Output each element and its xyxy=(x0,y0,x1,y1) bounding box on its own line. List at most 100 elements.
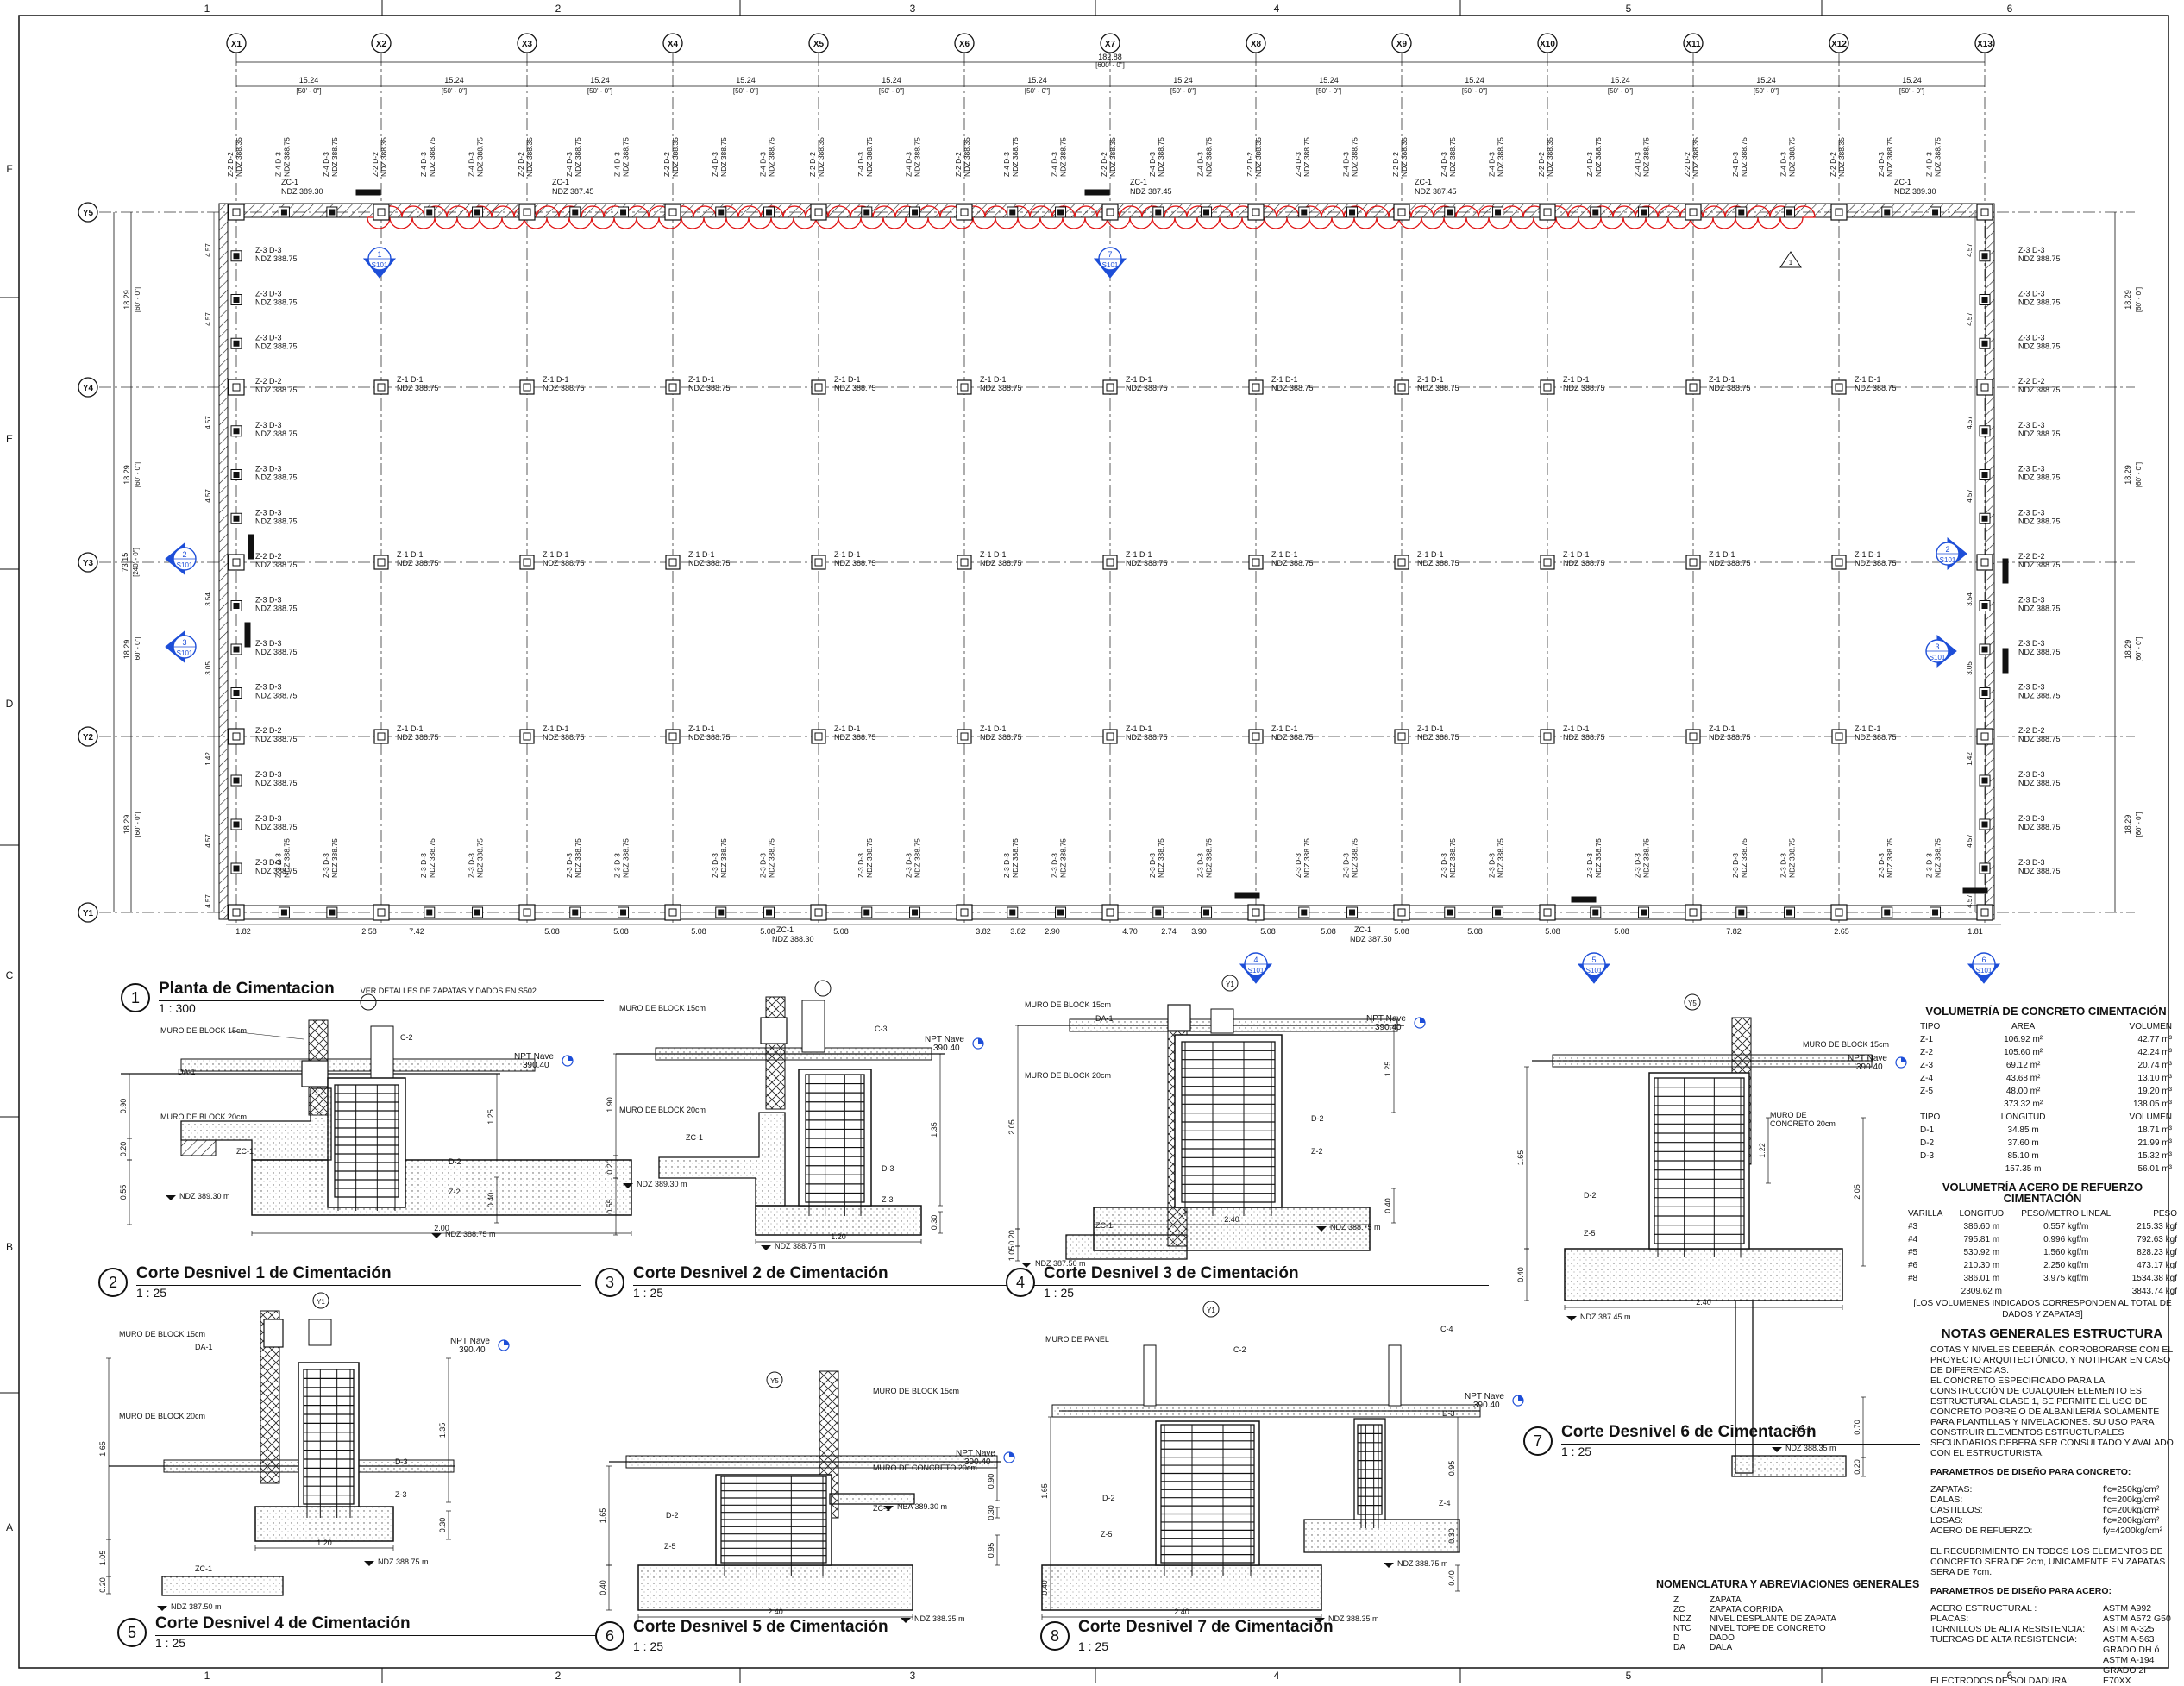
footing-level: NDZ 388.75 xyxy=(2018,561,2061,569)
dimension-text: 1.82 xyxy=(235,927,251,936)
level-label: NDZ 389.30 m xyxy=(637,1180,687,1188)
pedestal-d xyxy=(1155,209,1162,216)
dimension-text: 1.20 xyxy=(317,1539,332,1547)
table-cell: 2.250 kgf/m xyxy=(2043,1261,2089,1270)
level-label: NDZ 388.75 m xyxy=(1397,1559,1448,1568)
pedestal-d xyxy=(329,209,336,216)
pedestal xyxy=(298,1362,360,1507)
column xyxy=(801,1000,825,1053)
footing-level: NDZ 388.75 xyxy=(1205,838,1214,878)
table-cell: 386.60 m xyxy=(1963,1222,2000,1232)
table-cell: 85.10 m xyxy=(2007,1151,2039,1161)
footing-section xyxy=(1564,1248,1843,1301)
view-title: 4 Corte Desnivel 3 de Cimentación 1 : 25 xyxy=(1006,1264,1489,1300)
footing-tag: Z-4 D-3 xyxy=(1925,152,1934,177)
border-column-label: 1 xyxy=(204,3,210,15)
dimension-text: 4.57 xyxy=(1966,834,1974,848)
abbreviation-meaning: NIVEL DESPLANTE DE ZAPATA xyxy=(1710,1614,1836,1624)
pedestal-d xyxy=(523,732,531,741)
table-header: PESO xyxy=(2153,1209,2177,1219)
pedestal-d xyxy=(1932,209,1939,216)
footing-level: NDZ 388.75 xyxy=(255,867,298,875)
level-marker xyxy=(1315,1618,1325,1623)
npt-label: NPT Nave xyxy=(514,1052,554,1062)
level-target-icon xyxy=(978,1038,983,1044)
footing-level: NDZ 388.75 xyxy=(2018,298,2061,307)
footing-level: NDZ 388.75 xyxy=(543,733,585,742)
pedestal-d xyxy=(1884,209,1891,216)
pedestal-d xyxy=(426,909,433,916)
footing-level: NDZ 388.75 xyxy=(2018,779,2061,787)
dimension-text: 5.08 xyxy=(1614,927,1629,936)
general-notes: NOTAS GENERALES ESTRUCTURA COTAS Y NIVEL… xyxy=(1930,1326,2174,1686)
level-marker xyxy=(1316,1226,1327,1232)
wall-end-mark xyxy=(1234,892,1260,899)
table-cell: 0.557 kgf/m xyxy=(2043,1222,2089,1232)
pedestal-d xyxy=(960,732,969,741)
footing-tag: Z-3 D-3 xyxy=(1488,853,1497,878)
footing-tag: Z-4 D-3 xyxy=(419,152,428,177)
footing-tag: Z-4 D-3 xyxy=(1196,152,1205,177)
level-label: NDZ 388.75 m xyxy=(775,1242,825,1250)
param-name: PLACAS: xyxy=(1930,1614,1969,1624)
footing-tag: Z-4 D-3 xyxy=(1731,152,1740,177)
dimension-text: 1.35 xyxy=(930,1122,938,1138)
footing-level: NDZ 388.75 xyxy=(1126,559,1168,567)
footing-tag: Z-4 D-3 xyxy=(905,152,913,177)
footing-tag: Z-1 D-1 xyxy=(1709,724,1735,733)
pedestal-d xyxy=(1397,908,1406,917)
strip-footing xyxy=(1065,1234,1188,1260)
section-label: Z-2 xyxy=(449,1188,461,1196)
section-number: 2 xyxy=(1945,545,1949,554)
concrete-params-heading: PARAMETROS DE DISEÑO PARA CONCRETO: xyxy=(1930,1467,2131,1477)
footing-tag: Z-2 D-2 xyxy=(517,152,525,177)
dimension-text: 0.20 xyxy=(1007,1230,1016,1245)
footing-level: NDZ 388.75 xyxy=(2018,385,2061,394)
table-cell: 473.17 kgf xyxy=(2137,1261,2177,1270)
footing-level: NDZ 388.75 xyxy=(1126,733,1168,742)
footing-tag: Z-1 D-1 xyxy=(1126,724,1152,733)
footing-tag: Z-3 D-3 xyxy=(1440,853,1448,878)
table-cell: 792.63 kgf xyxy=(2137,1235,2177,1244)
column xyxy=(308,1319,332,1346)
pedestal xyxy=(1155,1420,1260,1566)
pedestal-d xyxy=(1689,383,1698,392)
pedestal-d xyxy=(233,340,240,347)
footing-tag: Z-2 D-2 xyxy=(1391,152,1400,177)
footing-level: NDZ 388.75 xyxy=(255,561,298,569)
footing-level: NDZ 388.75 xyxy=(1709,384,1751,392)
dimension-text: 2.00 xyxy=(434,1224,449,1232)
dimension-text: 5.08 xyxy=(833,927,849,936)
view-title: 8 Corte Desnivel 7 de Cimentación 1 : 25 xyxy=(1040,1618,1489,1653)
table-cell: 34.85 m xyxy=(2007,1125,2039,1135)
grid-label-y: Y3 xyxy=(83,559,94,568)
footing-tag: Z-1 D-1 xyxy=(1563,550,1590,559)
section-label: C-3 xyxy=(875,1025,888,1033)
footing-level: NDZ 388.75 xyxy=(1011,137,1020,177)
view-title: 1 Planta de Cimentacion VER DETALLES DE … xyxy=(121,980,604,1015)
footing-tag: Z-1 D-1 xyxy=(1709,550,1735,559)
wall-end-mark xyxy=(244,622,251,648)
border-row-label: C xyxy=(6,969,14,981)
footing-level: NDZ 388.35 xyxy=(1837,137,1846,177)
slab xyxy=(180,1058,536,1072)
footing-tag: Z-1 D-1 xyxy=(688,724,715,733)
param-name: ACERO DE REFUERZO: xyxy=(1930,1526,2033,1536)
table-header: VARILLA xyxy=(1908,1209,1943,1219)
dimension-text: 0.40 xyxy=(599,1580,607,1595)
footing-tag: Z-3 D-3 xyxy=(255,465,282,473)
strip-footing-tag: ZC-1 xyxy=(1415,178,1432,186)
footing-tag: Z-1 D-1 xyxy=(543,375,569,384)
steel-params-heading: PARAMETROS DE DISEÑO PARA ACERO: xyxy=(1930,1586,2112,1596)
abbreviation-meaning: NIVEL TOPE DE CONCRETO xyxy=(1710,1624,1826,1633)
section-label: MURO DE BLOCK 20cm xyxy=(160,1113,247,1121)
abbreviation: Z xyxy=(1673,1595,1679,1605)
grid-label-x: X4 xyxy=(668,40,679,49)
footing-level: NDZ 388.75 xyxy=(2018,605,2061,613)
